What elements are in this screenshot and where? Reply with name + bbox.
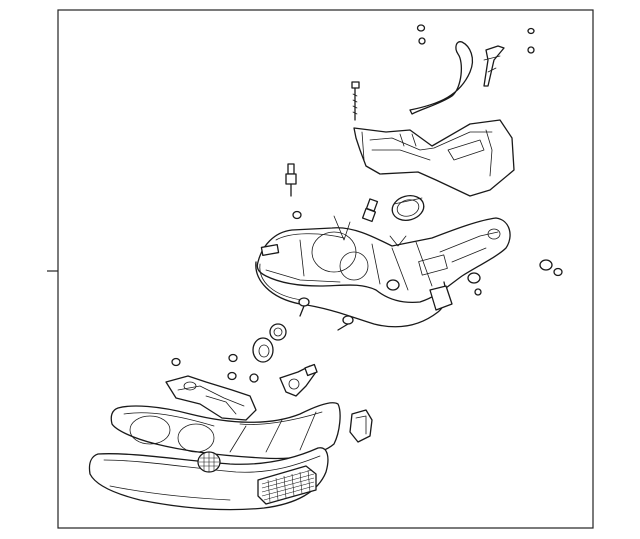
long-bolt <box>351 81 360 121</box>
bulb-socket-lower <box>279 363 318 397</box>
side-fasteners <box>386 259 563 296</box>
bulb-socket-center <box>361 198 379 223</box>
turn-signal-clips <box>171 353 259 383</box>
side-marker-lamp <box>349 409 373 443</box>
wiring-harness-lower <box>255 261 453 328</box>
top-clips <box>416 24 535 54</box>
seal-rings <box>252 323 287 363</box>
turn-signal-housing <box>165 375 257 421</box>
mounting-bracket-upper <box>353 119 515 197</box>
wiring-harness-upper <box>409 41 505 115</box>
adjuster-screw-left <box>285 163 297 197</box>
dust-cover-cap <box>391 195 425 221</box>
headlamp-housing <box>256 215 511 304</box>
headlamp-lens <box>110 402 341 460</box>
nut-small <box>292 210 302 220</box>
park-turn-lens <box>88 447 329 511</box>
adjuster-bolts <box>298 297 354 331</box>
